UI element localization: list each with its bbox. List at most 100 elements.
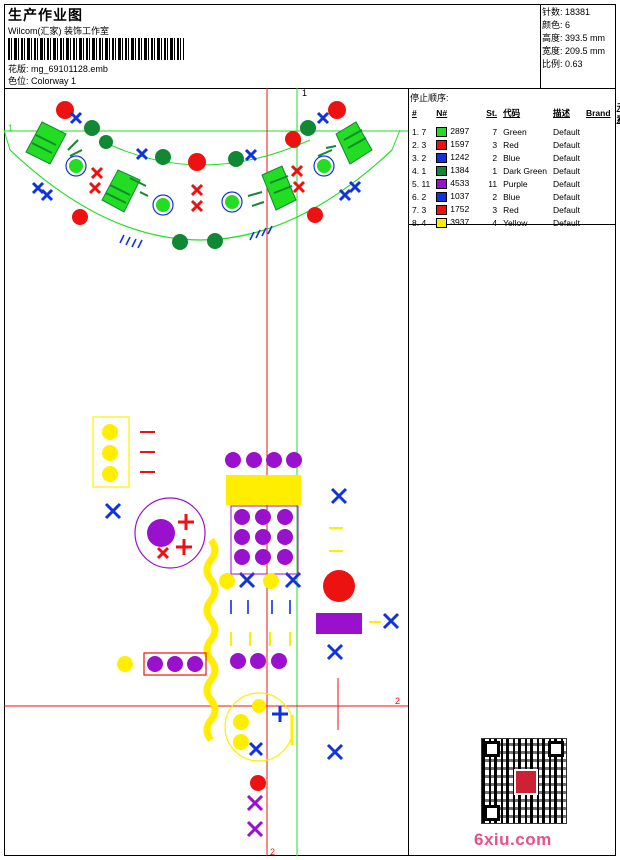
- watermark-site[interactable]: 6xiu.com: [474, 830, 552, 849]
- row-swatch: 1384: [433, 164, 472, 177]
- stat-label: 高度:: [542, 33, 563, 43]
- row-stitch-count: 2897: [450, 126, 470, 137]
- guide-marker-left: 1: [8, 123, 14, 133]
- panel-divider: [408, 88, 409, 856]
- row-code: 2: [492, 152, 498, 163]
- color-swatch: [436, 204, 448, 215]
- col-description: 描述: [553, 108, 571, 118]
- row-index: 8. 4: [412, 217, 427, 228]
- red-dots: [56, 101, 346, 791]
- row-stitch-count: 1752: [450, 204, 470, 215]
- row-brand: Default: [553, 204, 580, 215]
- stat-row: 颜色: 6: [542, 19, 605, 32]
- color-swatch: [436, 217, 448, 228]
- row-stitch-count: 1242: [450, 152, 470, 163]
- yellow-wavy-stroke: [203, 537, 219, 743]
- arc-outline-outer: [9, 149, 393, 241]
- col-code: 代码: [503, 108, 521, 118]
- row-description: Yellow: [503, 217, 528, 228]
- colorway-value: Colorway 1: [31, 76, 77, 86]
- purple-dots-top-row: [225, 452, 302, 468]
- row-description: Red: [503, 139, 519, 150]
- blue-plus-marks: [272, 706, 288, 722]
- row-brand: Default: [553, 178, 580, 189]
- purple-grid-frame: [230, 505, 299, 575]
- row-stitch-count: 4533: [450, 178, 470, 189]
- stat-label: 宽度:: [542, 46, 563, 56]
- row-swatch: 1242: [433, 151, 472, 164]
- red-cross-marks: [88, 164, 306, 560]
- stat-row: 针数: 18381: [542, 6, 605, 19]
- purple-cross-marks: [246, 794, 264, 838]
- purple-block: [316, 613, 362, 634]
- stat-row: 宽度: 209.5 mm: [542, 45, 605, 58]
- purple-ring: [134, 497, 206, 569]
- row-swatch: 4533: [433, 177, 472, 190]
- row-brand: Default: [553, 152, 580, 163]
- row-code: 3: [492, 204, 498, 215]
- col-needle: N#: [436, 108, 448, 118]
- guide-marker-right: 2: [395, 696, 401, 706]
- barcode: [8, 38, 184, 60]
- yellow-dashes: [230, 527, 381, 646]
- row-code: 11: [488, 178, 498, 189]
- red-outline-box: [143, 652, 207, 676]
- stat-value: 209.5 mm: [565, 46, 606, 56]
- col-stitches: St.: [486, 108, 498, 118]
- row-description: Blue: [503, 191, 521, 202]
- green-ringed-circles: [65, 155, 335, 216]
- stat-row: 高度: 393.5 mm: [542, 32, 605, 45]
- row-brand: Default: [553, 217, 580, 228]
- yellow-frame: [92, 416, 130, 488]
- color-swatch: [436, 139, 448, 150]
- qr-code[interactable]: [481, 738, 567, 824]
- stat-row: 比例: 0.63: [542, 58, 605, 71]
- row-index: 6. 2: [412, 191, 427, 202]
- stat-label: 颜色:: [542, 20, 563, 30]
- row-description: Purple: [503, 178, 528, 189]
- company-name: Wilcom(汇家) 装饰工作室: [8, 26, 109, 36]
- row-description: Red: [503, 204, 519, 215]
- row-swatch: 3937: [433, 216, 472, 229]
- color-swatch: [436, 165, 448, 176]
- purple-dots-grid: [234, 509, 293, 565]
- row-index: 4. 1: [412, 165, 427, 176]
- row-brand: Default: [553, 165, 580, 176]
- row-code: 1: [492, 165, 498, 176]
- red-large-dot: [323, 570, 355, 602]
- blue-cross-marks: [31, 111, 400, 761]
- row-swatch: 2897: [433, 125, 472, 138]
- color-swatch: [436, 191, 448, 202]
- stat-value: 18381: [565, 7, 591, 17]
- arc-ends: [3, 129, 401, 151]
- row-code: 2: [492, 191, 498, 202]
- guide-marker-bottom: 2: [270, 847, 276, 857]
- red-dashes: [140, 431, 155, 473]
- row-index: 5. 11: [412, 178, 431, 189]
- stat-label: 针数:: [542, 7, 563, 17]
- header-divider: [540, 4, 541, 88]
- row-index: 3. 2: [412, 152, 427, 163]
- pattern-info: 花版: mg_69101128.emb 色位: Colorway 1: [8, 63, 108, 87]
- color-swatch: [436, 178, 448, 189]
- sheet-frame: [4, 4, 616, 856]
- colorway-label: 色位:: [8, 76, 29, 86]
- row-code: 3: [492, 139, 498, 150]
- page-title: 生产作业图: [8, 7, 83, 23]
- row-index: 1. 7: [412, 126, 427, 137]
- row-brand: Default: [553, 139, 580, 150]
- red-plus-marks: [176, 514, 194, 555]
- color-swatch: [436, 152, 448, 163]
- stop-sequence-title: 停止顺序:: [410, 93, 449, 103]
- pattern-label: 花版:: [8, 64, 29, 74]
- stat-value: 393.5 mm: [565, 33, 606, 43]
- row-swatch: 1752: [433, 203, 472, 216]
